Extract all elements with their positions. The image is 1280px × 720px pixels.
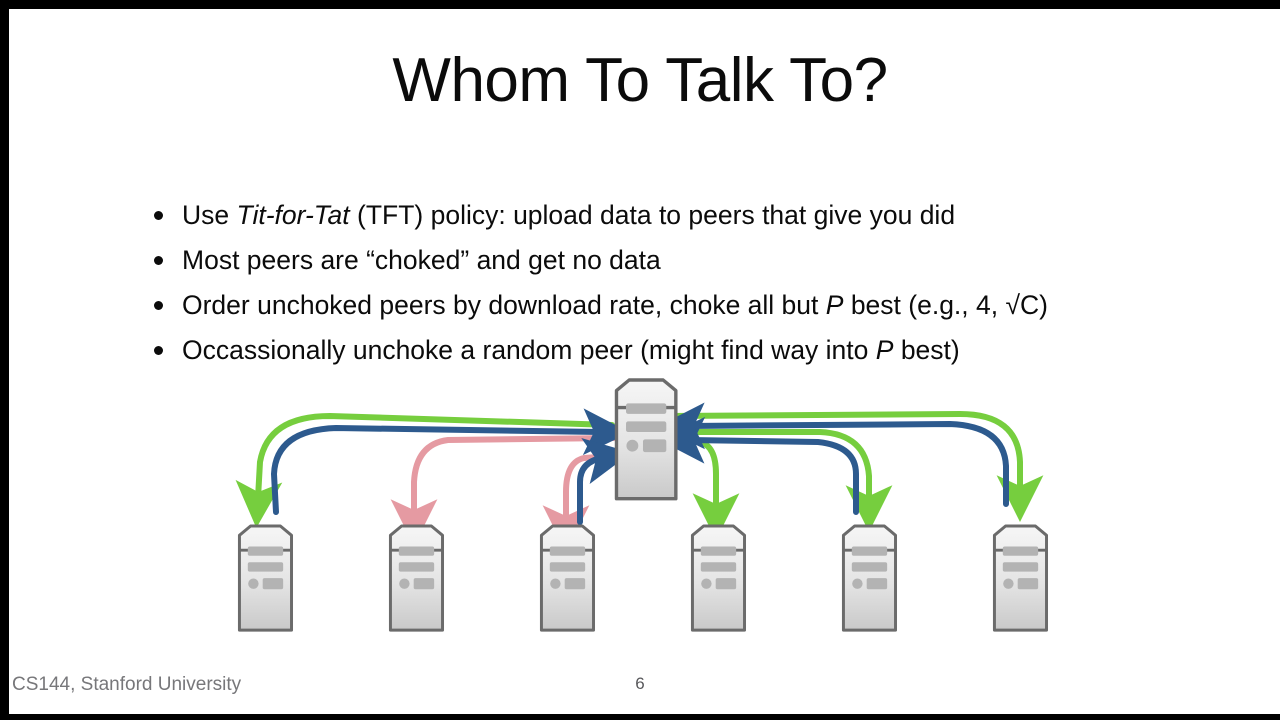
list-item: Most peers are “choked” and get no data: [150, 237, 1210, 282]
peer-node-3[interactable]: [539, 524, 596, 632]
flow-blue-peer-6: [658, 402, 1009, 507]
page-title: Whom To Talk To?: [392, 46, 888, 115]
flow-pink-peer-2: [390, 435, 617, 546]
frame-edge-top: [0, 0, 1280, 9]
page-number: 6: [635, 674, 645, 693]
list-item: Occassionally unchoke a random peer (mig…: [150, 327, 1210, 372]
flow-green-peer-5: [665, 429, 893, 532]
server-node-center[interactable]: [614, 378, 678, 501]
bullet-text-tft: Use Tit-for-Tat (TFT) policy: upload dat…: [182, 199, 956, 230]
bullet-text-choked: Most peers are “choked” and get no data: [182, 244, 661, 275]
flow-green-peer-6: [665, 410, 1044, 522]
bullet-text-order: Order unchoked peers by download rate, c…: [182, 289, 1048, 320]
bullet-marker-icon: [154, 300, 163, 310]
frame-edge-left: [0, 0, 9, 720]
peer-node-6[interactable]: [992, 524, 1049, 632]
download-flows-blue: [270, 402, 1009, 525]
bullet-marker-icon: [154, 255, 163, 265]
footer-course-label: CS144, Stanford University: [12, 674, 242, 695]
peer-swarm-diagram: [235, 378, 1049, 632]
flow-blue-peer-5: [658, 416, 859, 515]
list-item: Use Tit-for-Tat (TFT) policy: upload dat…: [150, 192, 1210, 237]
upload-flows-green: [235, 410, 1044, 540]
bullet-text-optimistic: Occassionally unchoke a random peer (mig…: [182, 334, 960, 365]
peer-node-4[interactable]: [690, 524, 747, 632]
bullet-list: Use Tit-for-Tat (TFT) policy: upload dat…: [150, 192, 1210, 372]
flow-blue-peer-1: [270, 408, 630, 515]
flow-green-peer-1: [235, 412, 615, 528]
choked-flows-pink: [390, 435, 617, 552]
bullet-marker-icon: [154, 210, 163, 220]
flow-blue-peer-3: [577, 437, 632, 525]
peer-node-1[interactable]: [237, 524, 294, 632]
peer-node-2[interactable]: [388, 524, 445, 632]
bullet-marker-icon: [154, 345, 163, 355]
frame-edge-bottom: [0, 714, 1280, 720]
peer-node-5[interactable]: [841, 524, 898, 632]
list-item: Order unchoked peers by download rate, c…: [150, 282, 1210, 327]
